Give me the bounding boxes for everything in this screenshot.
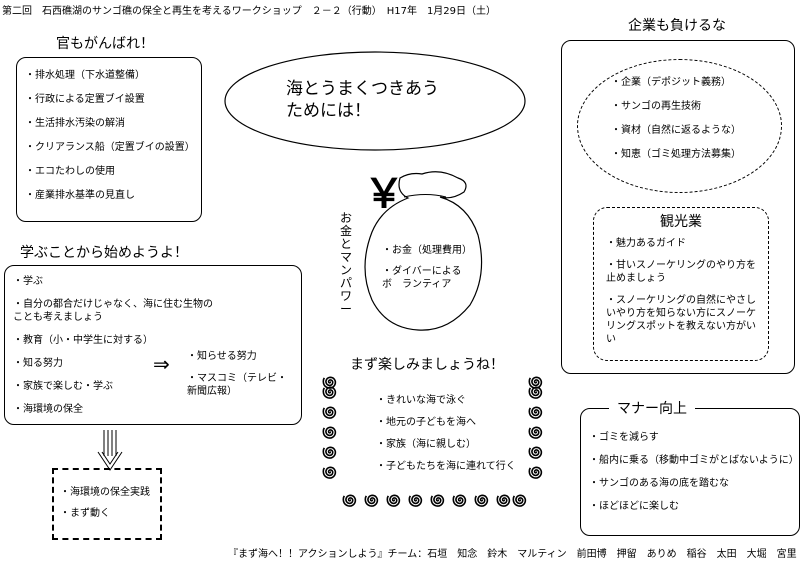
kan-item: ・産業排水基準の見直し	[25, 190, 135, 201]
spiral-icon	[512, 494, 527, 507]
kigyo-item: ・サンゴの再生技術	[611, 101, 701, 112]
kan-item: ・排水処理（下水道整備）	[25, 70, 145, 81]
tanoshimi-list: ・きれいな海で泳ぐ ・地元の子どもを海へ ・家族（海に親しむ） ・子どもたちを海…	[376, 394, 526, 473]
kan-box: ・排水処理（下水道整備） ・行政による定置ブイ設置 ・生活排水汚染の解消 ・クリ…	[16, 57, 202, 222]
manabu-item: ・家族で楽しむ・学ぶ	[13, 381, 113, 392]
manner-item: ・サンゴのある海の底を踏むな	[589, 478, 729, 489]
action-box: ・海環境の保全実践 ・まず動く	[52, 468, 162, 540]
manner-item: ・ゴミを減らす	[589, 432, 659, 443]
spiral-icon	[496, 494, 511, 507]
kan-list: ・排水処理（下水道整備） ・行政による定置ブイ設置 ・生活排水汚染の解消 ・クリ…	[17, 58, 201, 202]
kanko-heading: 観光業	[660, 214, 702, 230]
team-footer: 『まず海へ！！アクションしよう』チーム：石垣 知念 鈴木 マルティン 前田博 押…	[228, 549, 797, 560]
bag-list: ・お金（処理費用） ・ダイバーによるボ ランティア	[382, 244, 472, 291]
spiral-border	[322, 376, 543, 507]
tanoshimi-item: ・子どもたちを海に連れて行く	[376, 461, 516, 472]
action-list: ・海環境の保全実践 ・まず動く	[54, 470, 160, 520]
spiral-icon	[528, 376, 543, 389]
manner-list: ・ゴミを減らす ・船内に乗る（移動中ゴミがとばないように） ・サンゴのある海の底…	[581, 409, 799, 513]
right-arrow-icon: ⇒	[153, 352, 170, 376]
kanko-list: ・魅力あるガイド ・甘いスノーケリングのやり方を止めましょう ・スノーケリングの…	[594, 231, 768, 346]
manabu-side-item: ・マスコミ（テレビ・新聞広報）	[187, 373, 287, 397]
kan-item: ・行政による定置ブイ設置	[25, 94, 145, 105]
manabu-side-item: ・知らせる努力	[187, 351, 257, 362]
kigyo-ellipse: ・企業（デポジット義務） ・サンゴの再生技術 ・資材（自然に返るような） ・知恵…	[577, 59, 782, 193]
kanko-box: 観光業 ・魅力あるガイド ・甘いスノーケリングのやり方を止めましょう ・スノーケ…	[593, 207, 769, 361]
double-down-arrow	[97, 430, 123, 471]
yen-icon: ￥	[364, 171, 404, 217]
tanoshimi-heading: まず楽しみましょうね！	[350, 357, 504, 373]
bag-item: ・ダイバーによるボ ランティア	[382, 266, 462, 290]
spiral-icon	[322, 446, 337, 459]
money-bag	[364, 171, 483, 331]
tanoshimi-item: ・地元の子どもを海へ	[376, 417, 476, 428]
ellipse-line-2: ためには！	[286, 101, 371, 121]
kanko-item: ・甘いスノーケリングのやり方を止めましょう	[606, 260, 756, 284]
spiral-icon	[430, 494, 445, 507]
spiral-icon	[528, 406, 543, 419]
spiral-icon	[452, 494, 467, 507]
manner-item: ・船内に乗る（移動中ゴミがとばないように）	[589, 455, 799, 466]
spiral-icon	[408, 494, 423, 507]
kan-item: ・エコたわしの使用	[25, 166, 115, 177]
kanko-item: ・スノーケリングの自然にやさしいやり方を知らない方にスノーケリングスポットを教え…	[606, 295, 756, 345]
manner-box: マナー向上 ・ゴミを減らす ・船内に乗る（移動中ゴミがとばないように） ・サンゴ…	[580, 398, 800, 536]
kan-heading: 官もがんばれ！	[56, 36, 154, 52]
spiral-icon	[528, 386, 543, 399]
spiral-icon	[322, 466, 337, 479]
spiral-icon	[528, 466, 543, 479]
manabu-box: ・学ぶ ・自分の都合だけじゃなく、海に住む生物の ことも考えましょう ・教育（小…	[4, 265, 302, 425]
manabu-heading: 学ぶことから始めようよ！	[20, 245, 188, 261]
spiral-icon	[528, 446, 543, 459]
manabu-item: ・教育（小・中学生に対する）	[13, 335, 153, 346]
kigyo-item: ・企業（デポジット義務）	[611, 77, 731, 88]
center-ellipse	[224, 51, 526, 151]
spiral-icon	[474, 494, 489, 507]
kigyo-list: ・企業（デポジット義務） ・サンゴの再生技術 ・資材（自然に返るような） ・知恵…	[578, 60, 781, 161]
manabu-item: ・学ぶ	[13, 276, 43, 287]
spiral-icon	[386, 494, 401, 507]
vertical-label: お金とマンパワー	[340, 211, 353, 316]
center-ellipse-text: 海とうまくつきあう ためには！	[286, 78, 476, 122]
tanoshimi-item: ・家族（海に親しむ）	[376, 439, 476, 450]
action-item: ・海環境の保全実践	[60, 487, 150, 498]
manabu-item: ・自分の都合だけじゃなく、海に住む生物の ことも考えましょう	[13, 299, 223, 323]
action-item: ・まず動く	[60, 508, 110, 519]
spiral-icon	[528, 426, 543, 439]
page-header: 第二回 石西礁湖のサンゴ礁の保全と再生を考えるワークショップ ２－２（行動） H…	[2, 6, 497, 17]
spiral-icon	[364, 494, 379, 507]
manabu-list: ・学ぶ ・自分の都合だけじゃなく、海に住む生物の ことも考えましょう ・教育（小…	[5, 266, 229, 416]
tanoshimi-item: ・きれいな海で泳ぐ	[376, 395, 466, 406]
manabu-side-list: ・知らせる努力 ・マスコミ（テレビ・新聞広報）	[187, 350, 295, 398]
kigyo-box: ・企業（デポジット義務） ・サンゴの再生技術 ・資材（自然に返るような） ・知恵…	[561, 40, 795, 374]
kigyo-item: ・資材（自然に返るような）	[611, 125, 741, 136]
manner-heading: マナー向上	[609, 398, 695, 418]
manabu-item: ・知る努力	[13, 358, 63, 369]
manner-item: ・ほどほどに楽しむ	[589, 501, 679, 512]
spiral-icon	[322, 406, 337, 419]
spiral-icon	[342, 494, 357, 507]
spiral-icon	[322, 376, 337, 389]
manabu-item: ・海環境の保全	[13, 404, 83, 415]
kigyo-item: ・知恵（ゴミ処理方法募集）	[611, 149, 741, 160]
spiral-icon	[322, 386, 337, 399]
bag-tie	[403, 194, 447, 198]
ellipse-line-1: 海とうまくつきあう	[286, 79, 439, 99]
bag-item: ・お金（処理費用）	[382, 245, 472, 256]
kan-item: ・生活排水汚染の解消	[25, 118, 125, 129]
kan-item: ・クリアランス船（定置ブイの設置）	[25, 142, 195, 153]
kanko-item: ・魅力あるガイド	[606, 238, 686, 249]
spiral-icon	[322, 426, 337, 439]
kigyo-heading: 企業も負けるな	[628, 18, 726, 34]
